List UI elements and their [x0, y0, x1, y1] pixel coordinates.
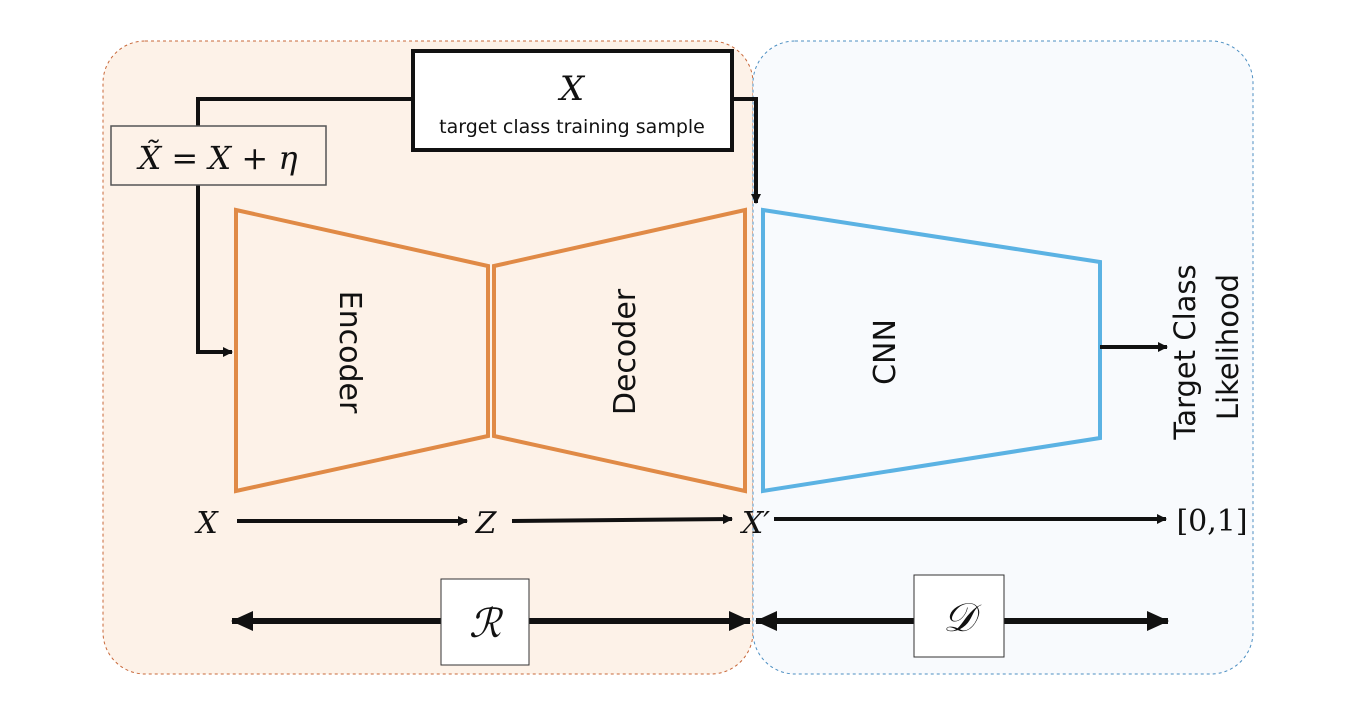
- output-label-line1: Target Class: [1168, 264, 1202, 440]
- flow-z: Z: [475, 506, 498, 541]
- z-to-xprime-arrow: [511, 514, 733, 525]
- input-to-encoder-path: [196, 97, 413, 357]
- r-symbol: ℛ: [469, 601, 504, 647]
- noise-equation: X̃ = X + η: [135, 139, 297, 177]
- cnn-shape: [761, 207, 1102, 494]
- flow-x-prime: X′: [740, 506, 770, 541]
- decoder-label: Decoder: [608, 288, 643, 415]
- noise-equation-box: [110, 125, 327, 186]
- input-symbol: X: [557, 69, 586, 109]
- cnn-label: CNN: [868, 319, 903, 385]
- decoder-shape: [492, 207, 747, 494]
- encoder-label: Encoder: [332, 291, 367, 414]
- input-sample-box: [411, 49, 734, 152]
- r-symbol-box: [440, 578, 530, 666]
- input-to-cnn-path: [732, 97, 761, 204]
- flow-x: X: [194, 506, 219, 541]
- flow-range: [0,1]: [1176, 504, 1247, 539]
- output-label-line2: Likelihood: [1211, 274, 1245, 420]
- d-symbol-box: [913, 574, 1005, 658]
- d-region: [752, 40, 1254, 675]
- encoder-shape: [234, 207, 490, 494]
- input-caption: target class training sample: [439, 116, 705, 138]
